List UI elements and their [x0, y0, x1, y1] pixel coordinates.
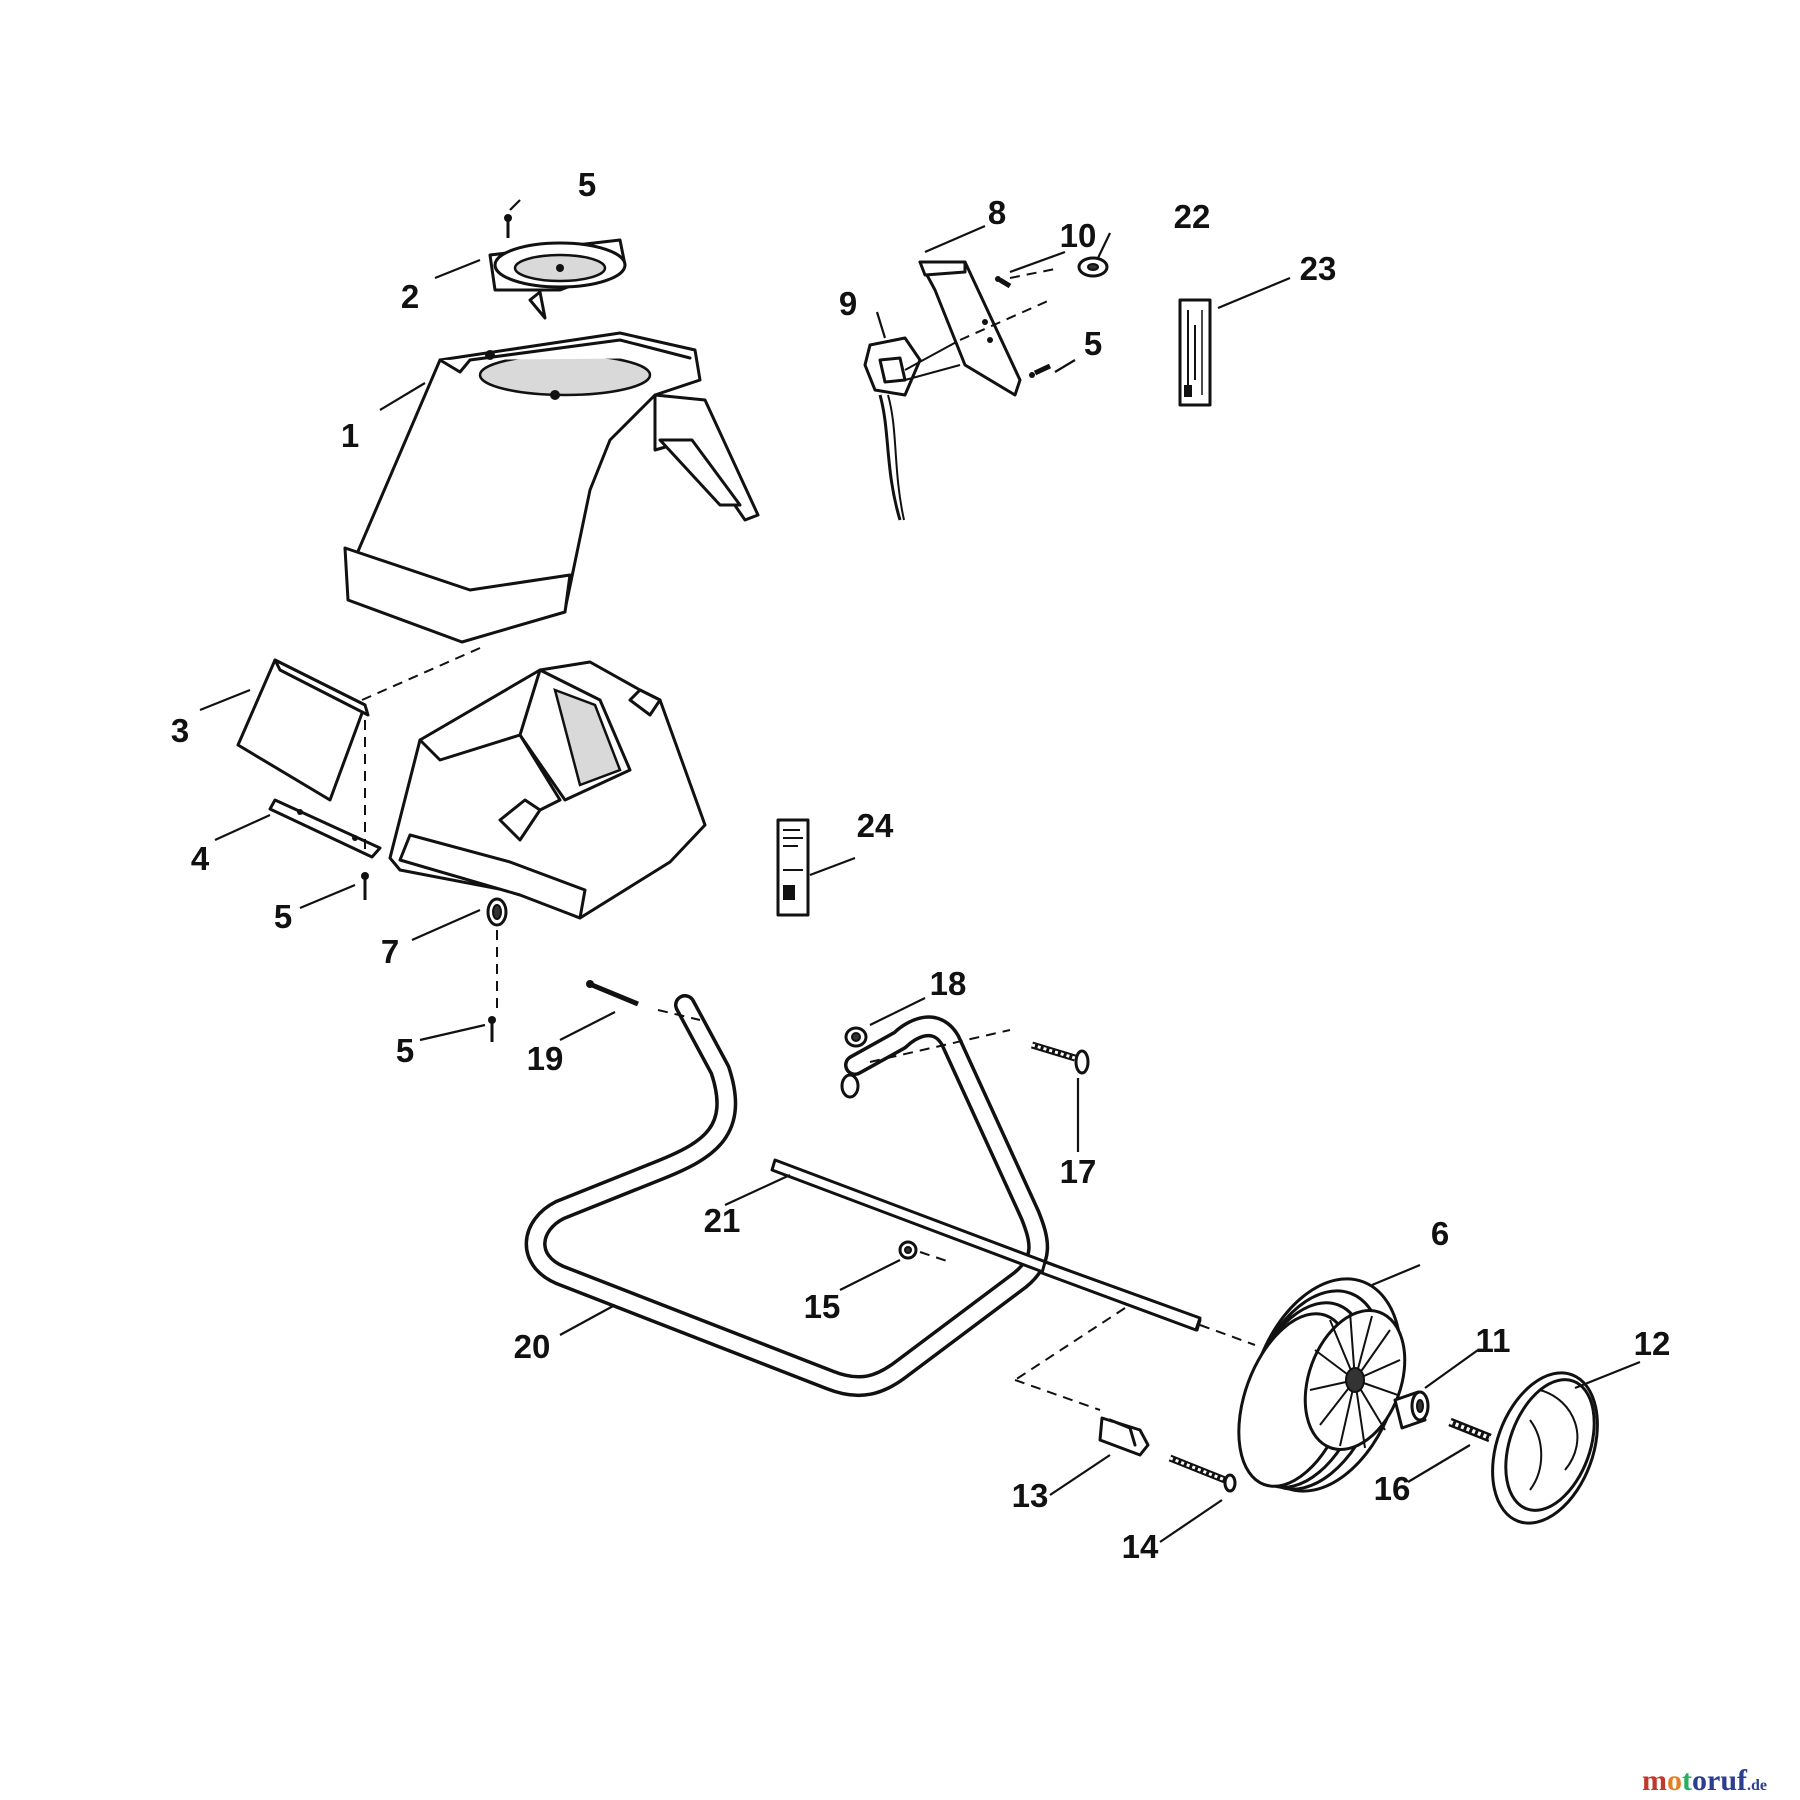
leader-lines	[199, 199, 1641, 1543]
callout-1: 1	[341, 417, 359, 454]
nut-icon	[844, 1026, 868, 1048]
callout-13: 13	[1012, 1477, 1049, 1514]
callout-15: 15	[804, 1288, 841, 1325]
callout-24: 24	[857, 807, 894, 844]
callout-11: 11	[1476, 1322, 1511, 1359]
screw-icon	[504, 214, 512, 238]
part-19-pin[interactable]	[586, 980, 639, 1007]
callout-22: 22	[1174, 198, 1211, 235]
part-16-bolt[interactable]	[1448, 1417, 1492, 1443]
callout-20: 20	[514, 1328, 551, 1365]
callout-labels: 1 2 3 4 5 5 5 5 5 6 7 8 9 10 11 12 13 14…	[171, 166, 1671, 1565]
part-7-lower-housing[interactable]	[388, 660, 707, 920]
part-17-bolt[interactable]	[1030, 1041, 1090, 1075]
callout-10: 10	[1060, 217, 1097, 254]
part-14-bolt[interactable]	[1168, 1454, 1237, 1493]
callout-5-top: 5	[578, 166, 596, 203]
callout-18: 18	[930, 965, 967, 1002]
callout-19: 19	[527, 1040, 564, 1077]
callout-4: 4	[191, 840, 210, 877]
callout-5-plate: 5	[1084, 325, 1102, 362]
callout-12: 12	[1634, 1325, 1671, 1362]
callout-2: 2	[401, 278, 419, 315]
nut-icon	[1077, 256, 1109, 278]
part-2-top-cover[interactable]	[488, 238, 627, 320]
part-4-strip[interactable]	[268, 798, 382, 859]
part-23-label-sticker[interactable]	[1178, 298, 1212, 407]
callout-5-strip: 5	[274, 898, 292, 935]
screw-icon	[995, 276, 1012, 289]
part-12-hub-cap[interactable]	[1473, 1358, 1617, 1537]
part-1-upper-housing[interactable]	[343, 331, 760, 644]
callout-21: 21	[704, 1202, 741, 1239]
callout-14: 14	[1122, 1528, 1159, 1565]
part-6-wheel[interactable]	[1217, 1258, 1428, 1513]
callout-23: 23	[1300, 250, 1337, 287]
motoruf-watermark: motoruf.de	[1642, 1764, 1767, 1797]
watermark-text: motoruf.de	[1642, 1764, 1767, 1797]
assembly-lines	[361, 267, 1256, 1411]
part-8-switch-plate[interactable]	[918, 260, 1022, 397]
screw-icon	[361, 872, 369, 900]
screw-icon	[488, 1016, 496, 1042]
callout-6: 6	[1431, 1215, 1449, 1252]
callout-5-lower: 5	[396, 1032, 414, 1069]
screw-icon	[1029, 363, 1052, 378]
callout-9: 9	[839, 285, 857, 322]
callout-8: 8	[988, 194, 1006, 231]
callout-7: 7	[381, 933, 399, 970]
part-20-frame[interactable]	[524, 994, 1050, 1398]
part-24-label-sticker[interactable]	[776, 818, 810, 917]
part-3-flap[interactable]	[236, 658, 370, 802]
callout-3: 3	[171, 712, 189, 749]
callout-16: 16	[1374, 1470, 1411, 1507]
grommet-icon	[486, 897, 508, 927]
part-11-bushing[interactable]	[1393, 1390, 1430, 1430]
callout-17: 17	[1060, 1153, 1097, 1190]
part-9-switch[interactable]	[863, 336, 961, 521]
part-13-bracket[interactable]	[1098, 1416, 1150, 1457]
washer-icon	[898, 1240, 918, 1260]
part-21-axle[interactable]	[770, 1158, 1202, 1332]
